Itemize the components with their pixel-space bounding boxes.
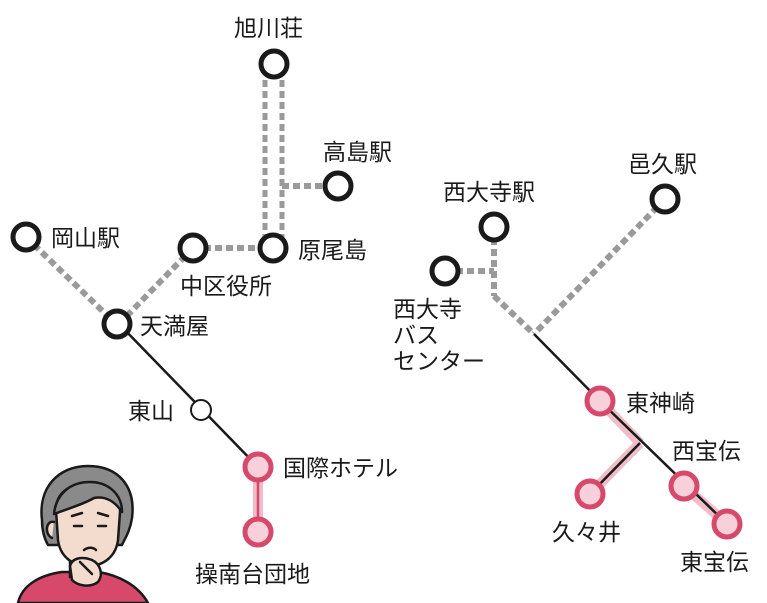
station-tenmaya	[101, 308, 133, 340]
station-markers	[10, 48, 681, 340]
label-higashiyama: 東山	[128, 399, 174, 425]
station-kokusaihotel	[242, 451, 274, 483]
left-existing-line	[118, 323, 259, 468]
station-labels: 旭川荘 高島駅 岡山駅 原尾島 中区役所 天満屋 東山 国際ホテル 操南台団地 …	[51, 16, 749, 588]
label-asahikawaso: 旭川荘	[234, 16, 303, 42]
right-planned-tracks	[445, 196, 668, 337]
station-nishihoden	[668, 470, 700, 502]
label-nishihoden: 西宝伝	[672, 439, 741, 465]
label-yukueki: 邑久駅	[628, 152, 697, 178]
station-chukuyakusho	[177, 232, 209, 264]
station-kukui	[574, 478, 606, 510]
station-okayamaeki	[10, 221, 42, 253]
label-sonandanchi: 操南台団地	[195, 562, 310, 588]
label-kokusaihotel: 国際ホテル	[283, 456, 398, 482]
label-saidaijieki: 西大寺駅	[443, 180, 535, 206]
label-okayamaeki: 岡山駅	[51, 226, 120, 252]
label-tenmaya: 天満屋	[140, 314, 209, 340]
thinking-person-icon	[16, 464, 150, 603]
station-yukueki	[649, 183, 681, 215]
right-existing-line	[533, 333, 601, 402]
pink-station-markers	[242, 385, 743, 548]
label-saidaiji-bus-2: バス	[393, 323, 439, 349]
label-higashikonzaki: 東神崎	[626, 391, 695, 417]
label-saidaiji-bus-3: センター	[393, 349, 485, 375]
station-takashimaeki	[322, 170, 354, 202]
label-takashimaeki: 高島駅	[323, 140, 392, 166]
station-sonandanchi	[242, 516, 274, 548]
station-saidaijieki	[478, 211, 510, 243]
station-higashikonzaki	[584, 385, 616, 417]
label-kukui: 久々井	[552, 520, 621, 546]
label-haraoshima: 原尾島	[298, 238, 367, 264]
label-higashihoden: 東宝伝	[680, 550, 749, 576]
label-chukuyakusho: 中区役所	[180, 274, 272, 300]
label-saidaiji-bus-1: 西大寺	[393, 297, 462, 323]
station-higashiyama	[190, 399, 212, 421]
station-higashihoden	[711, 508, 743, 540]
station-saidaiji-bus	[429, 255, 461, 287]
station-asahikawaso	[258, 48, 290, 80]
station-haraoshima	[257, 232, 289, 264]
